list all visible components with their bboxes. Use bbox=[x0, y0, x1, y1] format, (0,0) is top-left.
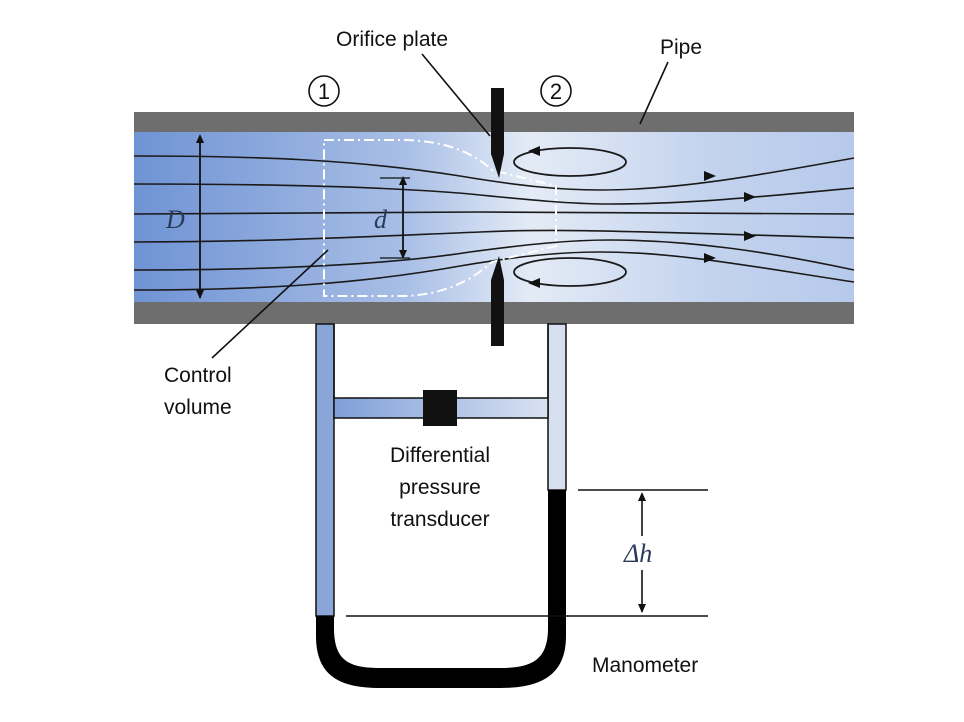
transducer-label-line3: transducer bbox=[390, 508, 489, 531]
pipe-label: Pipe bbox=[660, 36, 702, 59]
orifice-plate-label: Orifice plate bbox=[336, 28, 448, 51]
orifice-plate bbox=[491, 88, 504, 346]
orifice-plate-leader bbox=[421, 53, 491, 137]
station-2-marker bbox=[540, 75, 572, 107]
transducer-block bbox=[423, 390, 457, 426]
streamlines bbox=[133, 155, 855, 291]
flow-arrowheads bbox=[704, 171, 756, 263]
manometer-fluid bbox=[316, 490, 566, 688]
pipe-leader bbox=[639, 61, 669, 125]
orifice-diameter-label: d bbox=[374, 205, 388, 234]
orifice-diameter-dimension bbox=[380, 176, 410, 259]
delta-h-label-bg bbox=[622, 536, 664, 570]
pressure-tubes bbox=[315, 323, 567, 617]
station-2-label: 2 bbox=[550, 79, 562, 104]
control-volume-outline bbox=[323, 139, 557, 297]
delta-h-label: Δh bbox=[623, 539, 652, 568]
station-1-marker bbox=[308, 75, 340, 107]
recirculation-eddies bbox=[513, 147, 627, 287]
station-1-label: 1 bbox=[318, 79, 330, 104]
control-volume-label-line1: Control bbox=[164, 364, 232, 387]
transducer-label-line1: Differential bbox=[390, 444, 490, 467]
control-volume-leader bbox=[211, 249, 329, 359]
eddy-arrowheads bbox=[528, 146, 540, 288]
pipe-diameter-label: D bbox=[165, 205, 185, 234]
control-volume-label-line2: volume bbox=[164, 396, 232, 419]
transducer-label-line2: pressure bbox=[399, 476, 481, 499]
manometer-label: Manometer bbox=[592, 654, 698, 677]
